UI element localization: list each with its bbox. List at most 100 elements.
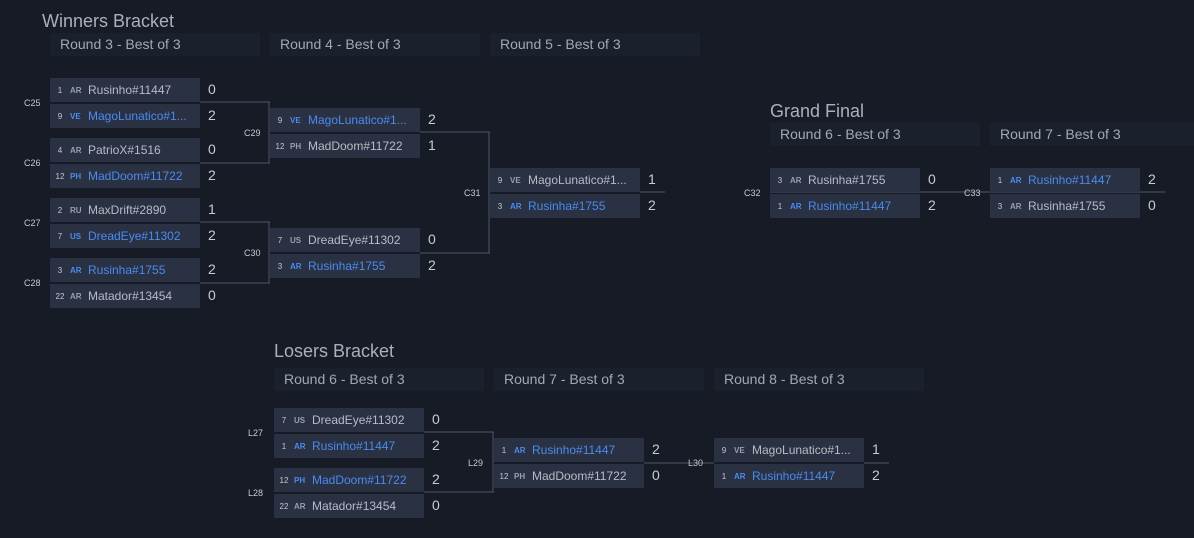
player-name[interactable]: Rusinha#1755 xyxy=(528,199,606,213)
country-code: AR xyxy=(510,201,522,211)
player-score: 0 xyxy=(1148,197,1156,213)
player-name[interactable]: MadDoom#11722 xyxy=(532,469,627,483)
player-name[interactable]: MagoLunatico#1... xyxy=(752,443,851,457)
player-name[interactable]: Rusinho#11447 xyxy=(532,443,616,457)
player-name[interactable]: MagoLunatico#1... xyxy=(88,109,187,123)
player-name[interactable]: Rusinha#1755 xyxy=(808,173,886,187)
player-name[interactable]: Rusinha#1755 xyxy=(88,263,166,277)
seed-number: 3 xyxy=(277,261,283,271)
player-name[interactable]: Rusinho#11447 xyxy=(1028,173,1112,187)
player-name[interactable]: MagoLunatico#1... xyxy=(308,113,407,127)
match-label-c31: C31 xyxy=(464,188,481,198)
player-name[interactable]: Rusinha#1755 xyxy=(308,259,386,273)
player-name[interactable]: DreadEye#11302 xyxy=(88,229,181,243)
losers-round-7-header: Round 7 - Best of 3 xyxy=(494,368,704,391)
player-name[interactable]: Rusinha#1755 xyxy=(1028,199,1106,213)
country-code: VE xyxy=(290,115,301,125)
country-code: AR xyxy=(734,471,746,481)
player-score: 0 xyxy=(428,231,436,247)
player-slot[interactable]: 3 AR Rusinha#1755 2 xyxy=(490,194,710,218)
player-name[interactable]: Rusinho#11447 xyxy=(88,83,172,97)
player-name[interactable]: MadDoom#11722 xyxy=(312,473,407,487)
player-name[interactable]: MaxDrift#2890 xyxy=(88,203,167,217)
player-bar[interactable]: 3 AR Rusinha#1755 xyxy=(490,194,640,218)
seed-number: 3 xyxy=(497,201,503,211)
player-name[interactable]: PatrioX#1516 xyxy=(88,143,161,157)
country-code: AR xyxy=(294,501,306,511)
player-score: 2 xyxy=(648,197,656,213)
country-code: PH xyxy=(290,141,302,151)
grand-round-7-header: Round 7 - Best of 3 xyxy=(990,123,1194,146)
player-name[interactable]: Rusinho#11447 xyxy=(312,439,396,453)
player-score: 1 xyxy=(208,201,216,217)
losers-bracket-title: Losers Bracket xyxy=(274,341,395,361)
player-name[interactable]: DreadEye#11302 xyxy=(312,413,405,427)
winners-bracket-title: Winners Bracket xyxy=(42,11,175,31)
player-name[interactable]: Rusinho#11447 xyxy=(752,469,836,483)
player-name[interactable]: Matador#13454 xyxy=(88,289,173,303)
seed-number: 12 xyxy=(499,471,509,481)
country-code: AR xyxy=(290,261,302,271)
player-name[interactable]: Matador#13454 xyxy=(312,499,397,513)
player-name[interactable]: Rusinho#11447 xyxy=(808,199,892,213)
player-name[interactable]: MadDoom#11722 xyxy=(308,139,403,153)
player-bar[interactable]: 3 AR Rusinha#1755 xyxy=(270,254,420,278)
player-name[interactable]: MadDoom#11722 xyxy=(88,169,183,183)
country-code: VE xyxy=(70,111,81,121)
player-score: 1 xyxy=(872,441,880,457)
player-score: 2 xyxy=(652,441,660,457)
player-name[interactable]: MagoLunatico#1... xyxy=(528,173,627,187)
player-name[interactable]: DreadEye#11302 xyxy=(308,233,401,247)
